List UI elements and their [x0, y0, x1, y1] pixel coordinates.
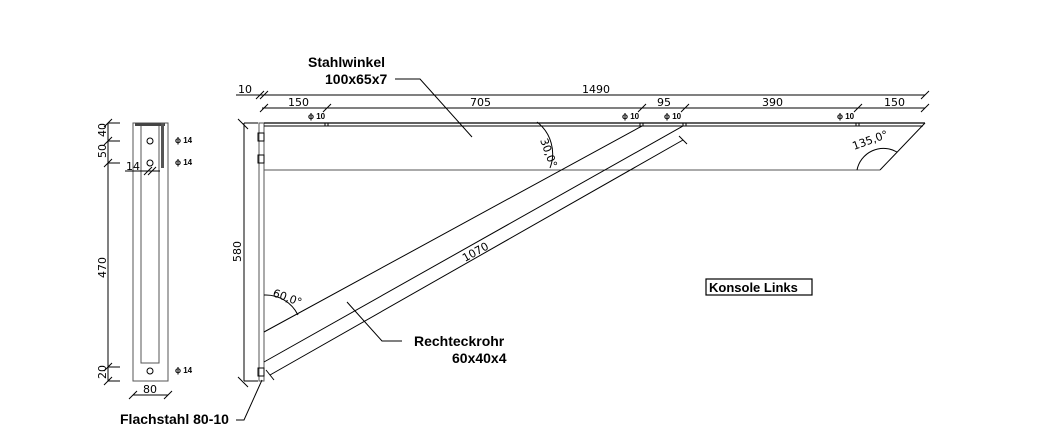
dim-40: 40 — [96, 123, 109, 137]
dim-150-right: 150 — [884, 96, 905, 109]
hole-label: ϕ 10 — [837, 112, 855, 121]
side-view: ϕ 14 ϕ 14 ϕ 14 40 50 470 20 14 80 — [96, 118, 193, 400]
title-box — [705, 278, 813, 296]
leader-rechteckrohr — [346, 301, 402, 342]
angle-arc-60 — [263, 294, 299, 316]
dim-705: 705 — [470, 96, 491, 109]
angle-30: 30,0° — [537, 137, 559, 170]
angle-flange — [135, 123, 165, 126]
angle-arc-135 — [856, 147, 898, 171]
angle-60: 60,0° — [271, 287, 304, 309]
drawing-title: Konsole Links — [709, 280, 798, 295]
hole-label: ϕ 10 — [622, 112, 640, 121]
hole-bottom — [146, 367, 154, 375]
dim-1490: 1490 — [582, 83, 610, 96]
tube-edge-bottom — [269, 139, 684, 376]
hole-label: ϕ 10 — [308, 112, 326, 121]
tube-edge-middle — [263, 125, 684, 363]
hole-top — [146, 137, 154, 145]
label-flachstahl: Flachstahl 80-10 — [120, 411, 229, 427]
angle-leg — [161, 123, 164, 168]
angle-cut — [879, 122, 926, 171]
hole-label: ϕ 14 — [175, 136, 193, 145]
flat-bar-front — [258, 122, 265, 382]
hole-label: ϕ 14 — [175, 158, 193, 167]
dim-80: 80 — [143, 383, 157, 396]
angle-arc-30 — [536, 121, 554, 169]
label-stahlwinkel-size: 100x65x7 — [325, 71, 388, 87]
dim-150-left: 150 — [288, 96, 309, 109]
tube-edge-top — [263, 125, 643, 333]
hole-label: ϕ 10 — [664, 112, 682, 121]
dim-95: 95 — [657, 96, 671, 109]
dim-470: 470 — [96, 257, 109, 278]
dim-50: 50 — [96, 144, 109, 158]
front-view: 1070 580 10 1490 150 705 95 390 150 ϕ 10… — [231, 83, 930, 388]
dim-10: 10 — [238, 83, 252, 96]
dim-580: 580 — [231, 241, 244, 262]
dim-20: 20 — [96, 365, 109, 379]
dim-1070: 1070 — [460, 240, 491, 265]
label-rechteckrohr: Rechteckrohr — [414, 333, 505, 349]
hole-label: ϕ 14 — [175, 366, 193, 375]
leader-flachstahl — [236, 379, 263, 421]
label-stahlwinkel: Stahlwinkel — [308, 54, 385, 70]
hole-middle — [146, 159, 154, 167]
dim-14: 14 — [126, 160, 140, 173]
slot-outline — [140, 122, 160, 364]
angle-135: 135,0° — [851, 128, 890, 153]
leader-stahlwinkel — [395, 78, 473, 138]
label-rechteckrohr-size: 60x40x4 — [452, 350, 507, 366]
labels: Stahlwinkel 100x65x7 Rechteckrohr 60x40x… — [120, 54, 813, 427]
dim-390: 390 — [762, 96, 783, 109]
